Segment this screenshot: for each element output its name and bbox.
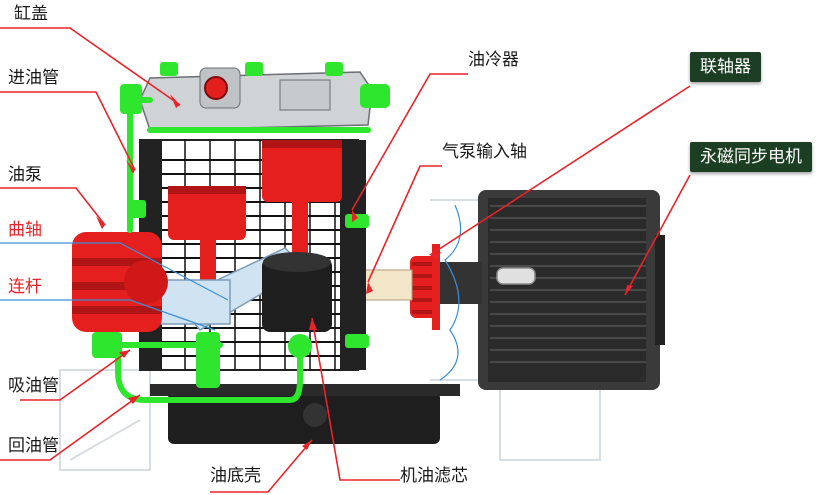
oil-pan — [150, 384, 460, 444]
cylinder-head — [139, 67, 373, 131]
motor — [439, 190, 665, 390]
label-oil-suction-pipe: 吸油管 — [8, 376, 59, 396]
label-oil-inlet-pipe: 进油管 — [8, 68, 59, 88]
label-crankshaft: 曲轴 — [8, 220, 42, 240]
label-connecting-rod: 连杆 — [8, 277, 42, 297]
label-oil-pan: 油底壳 — [210, 466, 261, 486]
label-pm-sync-motor: 永磁同步电机 — [690, 142, 812, 172]
piston-right — [262, 140, 342, 260]
oil-pump — [72, 232, 168, 332]
oil-fittings — [92, 62, 390, 388]
oil-filter — [262, 252, 332, 332]
leader-arrowheads — [96, 94, 633, 450]
leader-lines-blue — [0, 242, 229, 331]
label-oil-return-pipe: 回油管 — [8, 436, 59, 456]
label-oil-pump: 油泵 — [8, 165, 42, 185]
label-coupling: 联轴器 — [690, 52, 761, 82]
label-pump-input-shaft: 气泵输入轴 — [442, 142, 527, 162]
leader-lines-red — [0, 27, 691, 493]
label-cylinder-head: 缸盖 — [14, 4, 48, 24]
label-oil-filter: 机油滤芯 — [400, 466, 468, 486]
label-oil-cooler: 油冷器 — [468, 50, 519, 70]
coupling — [410, 244, 440, 330]
